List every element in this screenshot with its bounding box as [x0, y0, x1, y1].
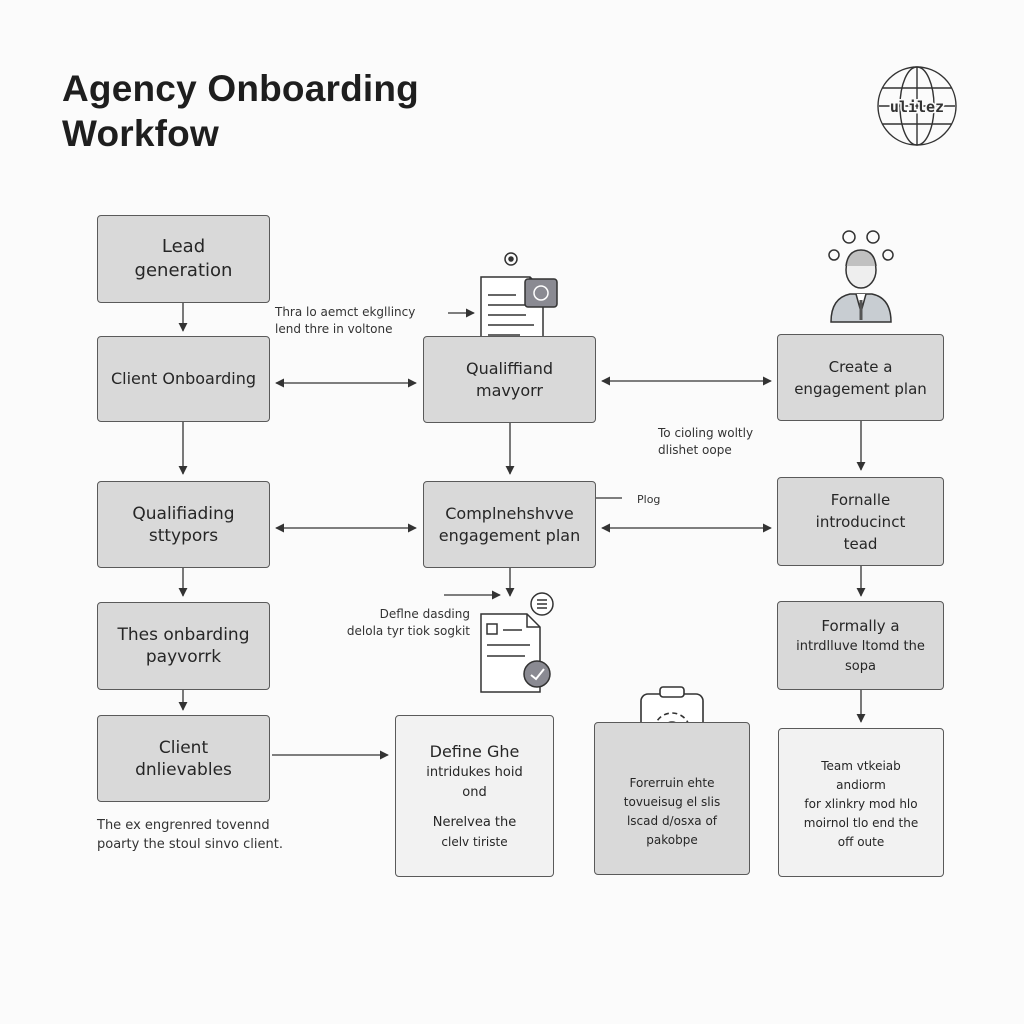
person-avatar-icon — [828, 230, 894, 323]
box-create-plan[interactable]: Create a engagement plan — [777, 334, 944, 421]
logo-text: ulilez — [890, 98, 944, 116]
note-define-scope: Deflne dasding delola tyr tiok sogkit — [346, 607, 470, 638]
box-qualifying-left[interactable]: Qualifiading sttypors — [97, 481, 270, 568]
box-gear-process[interactable]: Forerruin ehte tovueisug el slis lscad d… — [594, 722, 750, 875]
page-title-line1: Agency Onboarding — [62, 68, 419, 109]
box-comprehensive-plan[interactable]: Complnehshvve engagement plan — [423, 481, 596, 568]
page-title-line2: Workfow — [62, 113, 219, 154]
note-right-mid: To cioling woltly dlishet oope — [658, 426, 754, 457]
note-top-center: Thra lo aemct ekgllincy lend thre in vol… — [275, 305, 416, 336]
page-title: Agency Onboarding Workfow — [62, 66, 522, 156]
globe-icon — [877, 66, 957, 146]
box-formally[interactable]: Formally a intrdlluve ltomd the sopa — [777, 601, 944, 690]
box-team[interactable]: Team vtkeiab andiorm for xlinkry mod hlo… — [778, 728, 944, 877]
document-check-icon — [480, 592, 554, 693]
box-onboarding-paywork[interactable]: Thes onbarding payvorrk — [97, 602, 270, 690]
box-qualified-center[interactable]: Qualiffiand mavyorr — [423, 336, 596, 423]
box-formalle[interactable]: Fornalle introducinct tead — [777, 477, 944, 566]
box-define-center[interactable]: Define Ghe intridukes hoid ond Nerelvea … — [395, 715, 554, 877]
box-lead-generation[interactable]: Lead generation — [97, 215, 270, 303]
box-client-onboarding[interactable]: Client Onboarding — [97, 336, 270, 422]
note-plug: Plog — [637, 493, 661, 506]
note-bottom-left: The ex engrenred tovennd poarty the stou… — [97, 818, 283, 852]
box-client-deliverables[interactable]: Client dnlievables — [97, 715, 270, 802]
